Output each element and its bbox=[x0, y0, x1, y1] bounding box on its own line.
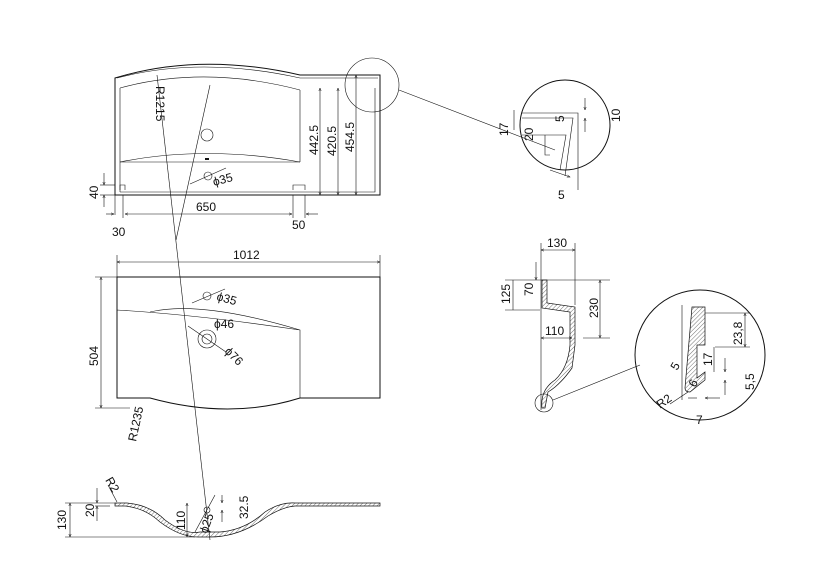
dim-5-bottom: 5 bbox=[558, 188, 565, 202]
top-view-outline bbox=[114, 63, 381, 196]
tap-hole bbox=[200, 128, 214, 142]
overflow-hole bbox=[203, 171, 213, 181]
dim-17-detail: 17 bbox=[701, 352, 715, 366]
dim-504: 504 bbox=[87, 346, 101, 366]
r2-detail: R2 bbox=[654, 391, 675, 411]
dim-442-5: 442.5 bbox=[307, 125, 321, 155]
dim-20: 20 bbox=[522, 127, 536, 141]
detail-top: 10 5 20 17 5 bbox=[497, 79, 623, 202]
dim-420-5: 420.5 bbox=[325, 126, 339, 156]
detail-circle-top bbox=[344, 57, 400, 113]
dim-10: 10 bbox=[609, 108, 623, 122]
dim-110: 110 bbox=[545, 324, 564, 338]
dim-454-5: 454.5 bbox=[343, 122, 357, 152]
drain-inner-label: ϕ46 bbox=[214, 317, 234, 331]
r2-section: R2 bbox=[102, 475, 122, 496]
dim-7: 7 bbox=[696, 413, 703, 427]
dim-32-5: 32.5 bbox=[237, 495, 251, 519]
drain-outer-label: ϕ76 bbox=[222, 344, 246, 368]
plan-view: 1012 504 ϕ35 ϕ46 ϕ76 R1235 bbox=[87, 248, 380, 443]
basin-outline bbox=[119, 88, 376, 193]
side-profile: 130 125 70 230 110 bbox=[499, 236, 641, 413]
dim-230: 230 bbox=[587, 298, 601, 318]
dim-70: 70 bbox=[522, 282, 536, 296]
plan-hole-label: ϕ35 bbox=[215, 289, 238, 308]
dim-50: 50 bbox=[292, 218, 306, 232]
height-dimensions: 442.5 420.5 454.5 bbox=[307, 75, 357, 195]
dim-5-top: 5 bbox=[553, 115, 567, 122]
section-view: 130 20 R2 110 ϕ25 32.5 bbox=[55, 475, 381, 538]
dim-1012: 1012 bbox=[233, 248, 260, 262]
dim-110-section: 110 bbox=[174, 511, 188, 530]
dim-5-detail: 5 bbox=[667, 359, 683, 372]
plan-outline bbox=[116, 276, 381, 410]
top-view: ϕ35 R1215 442.5 420.5 454.5 40 650 30 50 bbox=[87, 57, 556, 541]
radius-label: R1215 bbox=[153, 86, 167, 122]
dim-130-section: 130 bbox=[55, 510, 69, 530]
dim-23-8: 23,8 bbox=[731, 321, 745, 345]
dim-17: 17 bbox=[497, 122, 511, 136]
detail-bottom: 23,8 17 5,5 5 6 R2 7 bbox=[634, 289, 766, 427]
dim-20-section: 20 bbox=[83, 503, 97, 517]
dim-40: 40 bbox=[87, 185, 101, 199]
plan-radius-label: R1235 bbox=[125, 405, 146, 443]
dim-5-5: 5,5 bbox=[743, 373, 757, 390]
dim-125: 125 bbox=[499, 284, 513, 304]
hole-25-label: ϕ25 bbox=[197, 511, 217, 535]
dim-30: 30 bbox=[112, 225, 126, 239]
dim-650: 650 bbox=[196, 200, 216, 214]
hole-label: ϕ35 bbox=[211, 170, 234, 189]
dim-130: 130 bbox=[547, 236, 567, 250]
drain-outer bbox=[197, 329, 217, 349]
drain-inner bbox=[201, 333, 213, 345]
